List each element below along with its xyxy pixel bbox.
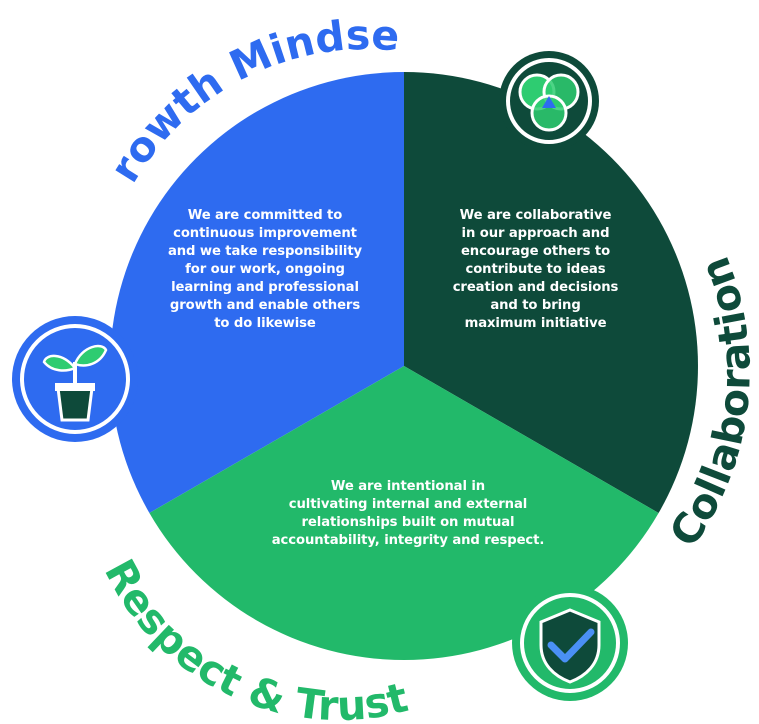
respect-trust-segment [149,366,659,660]
seedling-pot-icon [12,316,138,442]
growth-mindset-description: We are committed to continuous improveme… [167,208,363,331]
overlapping-circles-icon [499,51,599,151]
collaboration-segment [404,72,698,513]
shield-check-icon [512,585,628,701]
respect-trust-description: We are intentional in cultivating intern… [271,479,545,548]
growth-mindset-segment [110,72,405,513]
collaboration-description: We are collaborative in our approach and… [452,208,619,331]
